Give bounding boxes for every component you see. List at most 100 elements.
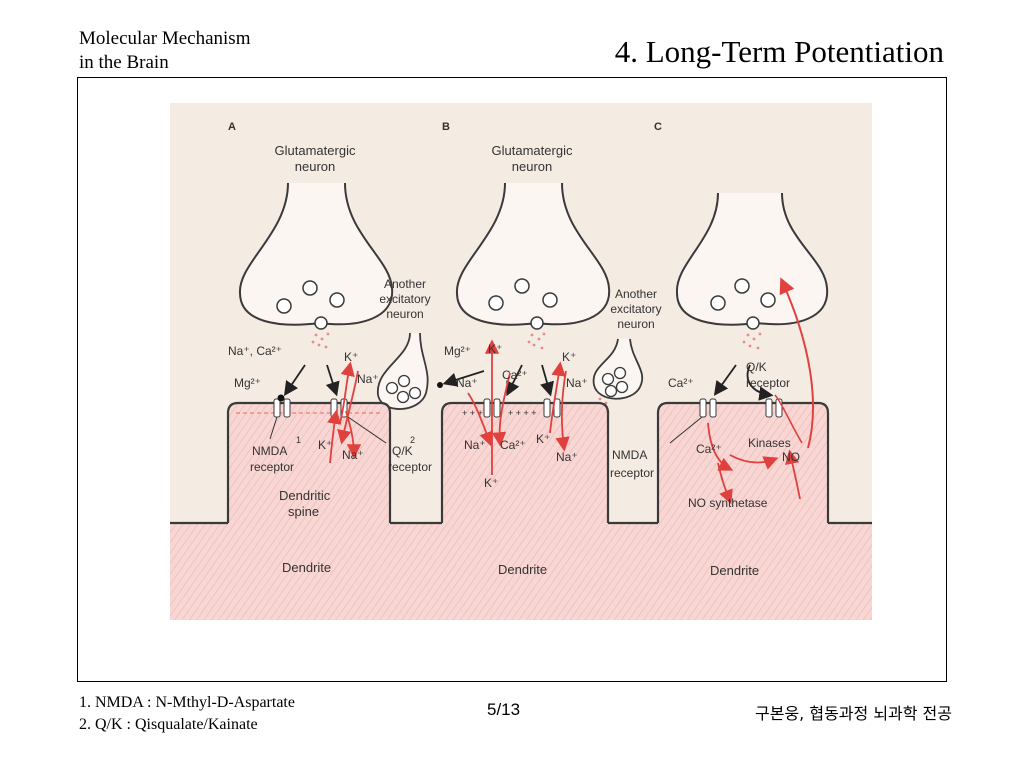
panel-a-other-vesicle bbox=[408, 386, 422, 400]
panel-a-arrow-to-nmda bbox=[283, 364, 306, 396]
panel-c-no-synthetase-label: NO synthetase bbox=[688, 496, 768, 510]
panel-b-na-in-arrow bbox=[555, 370, 570, 452]
panel-b-ca-influx-arrow bbox=[491, 372, 511, 447]
panel-a-na-in-label: Na⁺ bbox=[342, 448, 364, 462]
panel-c-ca-to-synthetase-arrow bbox=[717, 462, 733, 505]
panel-b-neuron-label1: Glutamatergic bbox=[492, 143, 573, 158]
panel-c-no-label: NO bbox=[782, 450, 800, 464]
panel-b-k1-label: K⁺ bbox=[488, 342, 502, 356]
panel-c-nmda-label2: receptor bbox=[610, 466, 654, 480]
panel-b: B Glutamatergic neuron Another excitator… bbox=[432, 121, 662, 620]
panel-a-neuron-label2: neuron bbox=[295, 159, 335, 174]
footnotes: 1. NMDA : N-Mthyl-D-Aspartate 2. Q/K : Q… bbox=[79, 692, 295, 736]
panel-c-nmda-label1: NMDA bbox=[612, 448, 647, 462]
panel-c-kinases-label: Kinases bbox=[748, 436, 791, 450]
slide-title: 4. Long-Term Potentiation bbox=[614, 34, 944, 69]
panel-b-k-out-arrow bbox=[549, 361, 566, 434]
panel-a-other-neuron-label2: excitatory bbox=[379, 292, 430, 306]
panel-a-spine-label1: Dendritic bbox=[279, 488, 331, 503]
panel-a-letter: A bbox=[228, 121, 236, 133]
panel-a-mg-label: Mg²⁺ bbox=[234, 376, 261, 390]
panel-c-synthetase-to-no-arrow bbox=[785, 449, 801, 500]
panel-c-arrow-to-nmda bbox=[713, 364, 737, 396]
panel-c-nmda-leader bbox=[669, 416, 703, 444]
panel-a-neuron-label1: Glutamatergic bbox=[275, 143, 356, 158]
panel-a-vesicle bbox=[276, 298, 292, 314]
panel-b-letter: B bbox=[442, 121, 450, 133]
panel-c-vesicle-release bbox=[746, 316, 760, 330]
panel-b-vesicle bbox=[542, 292, 558, 308]
panel-c-ca-label: Ca²⁺ bbox=[668, 376, 694, 390]
panel-a-k-in-label: K⁺ bbox=[318, 438, 332, 452]
panel-b-mg-label: Mg²⁺ bbox=[444, 344, 471, 358]
panel-b-vesicle bbox=[514, 278, 530, 294]
panel-a-na-out-label: Na⁺ bbox=[357, 372, 379, 386]
panel-c-qk-label2: receptor bbox=[746, 376, 790, 390]
panel-b-na-left-label: Na⁺ bbox=[456, 376, 478, 390]
panel-a-nmda-label2: receptor bbox=[250, 460, 294, 474]
panel-c-ca-influx-arrow bbox=[707, 422, 734, 471]
ltp-diagram: A Glutamatergic neuron Another excitator… bbox=[170, 103, 872, 620]
course-title: Molecular Mechanism in the Brain bbox=[79, 27, 250, 75]
panel-c: C Ca²⁺ Q/K receptor NMDA bbox=[610, 121, 872, 620]
panel-c-dendrite bbox=[646, 523, 872, 620]
panel-b-na-influx-arrow bbox=[467, 392, 494, 447]
panel-b-other-neuron-label3: neuron bbox=[617, 317, 654, 331]
panel-b-ca-label: Ca²⁺ bbox=[502, 368, 528, 382]
panel-b-k-in-label: K⁺ bbox=[536, 432, 550, 446]
panel-b-na-in-label: Na⁺ bbox=[464, 438, 486, 452]
panel-b-qk-receptor bbox=[543, 398, 561, 418]
panel-a-other-neuron-label1: Another bbox=[384, 277, 426, 291]
panel-a-na-in-arrow bbox=[345, 410, 362, 459]
panel-c-qk-label1: Q/K bbox=[746, 360, 767, 374]
panel-c-vesicle bbox=[710, 295, 726, 311]
figure-frame bbox=[77, 77, 947, 682]
panel-a-k-out-arrow bbox=[327, 409, 342, 464]
page-number: 5/13 bbox=[487, 700, 521, 719]
panel-b-dendrite-label: Dendrite bbox=[498, 562, 547, 577]
course-title-line1: Molecular Mechanism bbox=[79, 28, 251, 49]
panel-a-footnote-2: 2 bbox=[410, 435, 415, 445]
panel-a-k-out-label: K⁺ bbox=[344, 350, 358, 364]
panel-c-kinase-to-qk-arrow bbox=[774, 394, 803, 444]
panel-a-arrow-to-qk bbox=[325, 364, 340, 397]
panel-b-charge-row2: + + + + bbox=[508, 408, 537, 418]
panel-a-vesicle-release bbox=[314, 316, 328, 330]
panel-a-dendrite bbox=[170, 523, 432, 620]
panel-a-qk-leader bbox=[347, 416, 387, 444]
panel-a-other-vesicle bbox=[396, 390, 410, 404]
panel-b-other-neuron-label1: Another bbox=[615, 287, 657, 301]
panel-b-k2-label: K⁺ bbox=[562, 350, 576, 364]
panel-b-arrow-to-nmda bbox=[506, 364, 523, 397]
panel-a-mg-block bbox=[277, 394, 285, 402]
panel-b-mg-ion bbox=[437, 382, 443, 388]
panel-b-k-bottom-label: K⁺ bbox=[484, 476, 498, 490]
panel-a-ions-label: Na⁺, Ca²⁺ bbox=[228, 344, 282, 358]
panel-b-charge-row: + + + bbox=[462, 408, 483, 418]
panel-b-na-in2-label: Na⁺ bbox=[556, 450, 578, 464]
panel-b-na-right-label: Na⁺ bbox=[566, 376, 588, 390]
panel-a-other-vesicle bbox=[397, 374, 411, 388]
panel-b-other-vesicle bbox=[613, 366, 627, 380]
panel-b-ca-in-label: Ca²⁺ bbox=[500, 438, 526, 452]
panel-a-other-neuron-label3: neuron bbox=[386, 307, 423, 321]
panel-a-nmda-receptor bbox=[273, 394, 291, 418]
panel-c-vesicle bbox=[734, 278, 750, 294]
panel-a-footnote-1: 1 bbox=[296, 435, 301, 445]
panel-a: A Glutamatergic neuron Another excitator… bbox=[170, 121, 432, 620]
panel-b-other-vesicle bbox=[615, 380, 629, 394]
panel-c-nmda-receptor bbox=[699, 398, 717, 418]
panel-b-nmda-receptor bbox=[483, 398, 501, 418]
panel-b-dendritic-spine bbox=[440, 401, 610, 523]
panel-a-qk-label2: receptor bbox=[388, 460, 432, 474]
panel-c-vesicle bbox=[760, 292, 776, 308]
panel-b-other-neuron-label2: excitatory bbox=[610, 302, 661, 316]
footnote-nmda: 1. NMDA : N-Mthyl-D-Aspartate bbox=[79, 694, 295, 711]
panel-c-arrow-to-qk bbox=[746, 364, 774, 401]
panel-c-no-retrograde-arrow bbox=[779, 277, 814, 449]
panel-c-ca-to-kinases-arrow bbox=[729, 454, 779, 470]
course-title-line2: in the Brain bbox=[79, 52, 169, 73]
panel-a-spine-label2: spine bbox=[288, 504, 319, 519]
panel-b-vesicle-release bbox=[530, 316, 544, 330]
panel-a-nmda-label1: NMDA bbox=[252, 444, 287, 458]
